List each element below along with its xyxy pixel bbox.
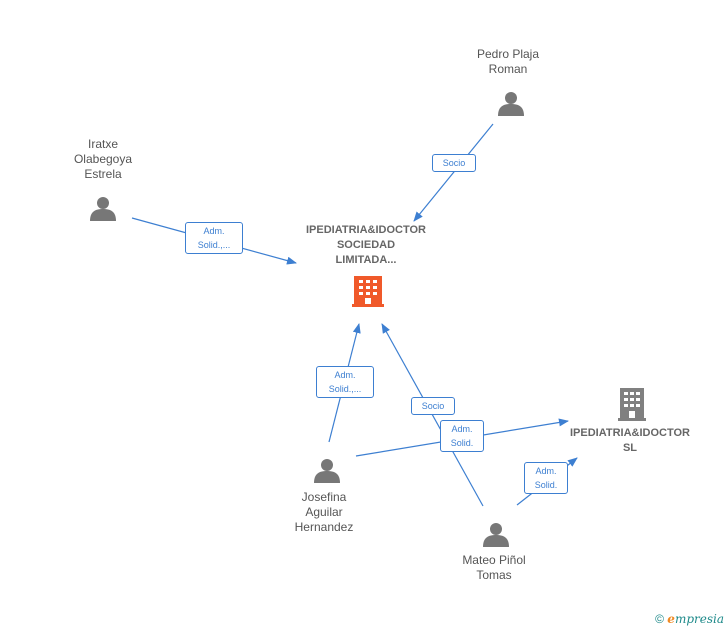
edge-label-mateo-sl-adm: Adm. Solid.	[524, 462, 568, 494]
person-icon[interactable]	[498, 92, 524, 116]
copyright-symbol: ©	[655, 612, 664, 626]
edge-label-josefina-adm: Adm. Solid.,...	[316, 366, 374, 398]
person-label-josefina[interactable]: Josefina Aguilar Hernandez	[294, 490, 354, 534]
edge-label-pedro-socio: Socio	[432, 154, 476, 172]
edge-label-mateo-socio: Socio	[411, 397, 455, 415]
person-icon[interactable]	[483, 523, 509, 547]
edge-label-josefina-sl-adm: Adm. Solid.	[440, 420, 484, 452]
person-icon[interactable]	[314, 459, 340, 483]
brand-initial: e	[667, 612, 675, 626]
edge-pedro-socio	[413, 123, 494, 222]
brand-name: mpresia	[674, 612, 724, 626]
building-icon[interactable]	[618, 388, 646, 421]
edge-mateo-socio	[381, 323, 484, 507]
edge-label-iratxe-adm: Adm. Solid.,...	[185, 222, 243, 254]
person-label-iratxe[interactable]: Iratxe Olabegoya Estrela	[73, 137, 133, 181]
building-icon[interactable]	[352, 276, 384, 307]
person-icon[interactable]	[90, 197, 116, 221]
person-label-pedro[interactable]: Pedro Plaja Roman	[476, 47, 540, 76]
person-label-mateo[interactable]: Mateo Piñol Tomas	[462, 553, 526, 582]
brand-logo: © empresia	[655, 612, 724, 626]
company-label-main[interactable]: IPEDIATRIA&IDOCTOR SOCIEDAD LIMITADA...	[306, 224, 426, 266]
company-label-sl[interactable]: IPEDIATRIA&IDOCTOR SL	[570, 427, 690, 454]
